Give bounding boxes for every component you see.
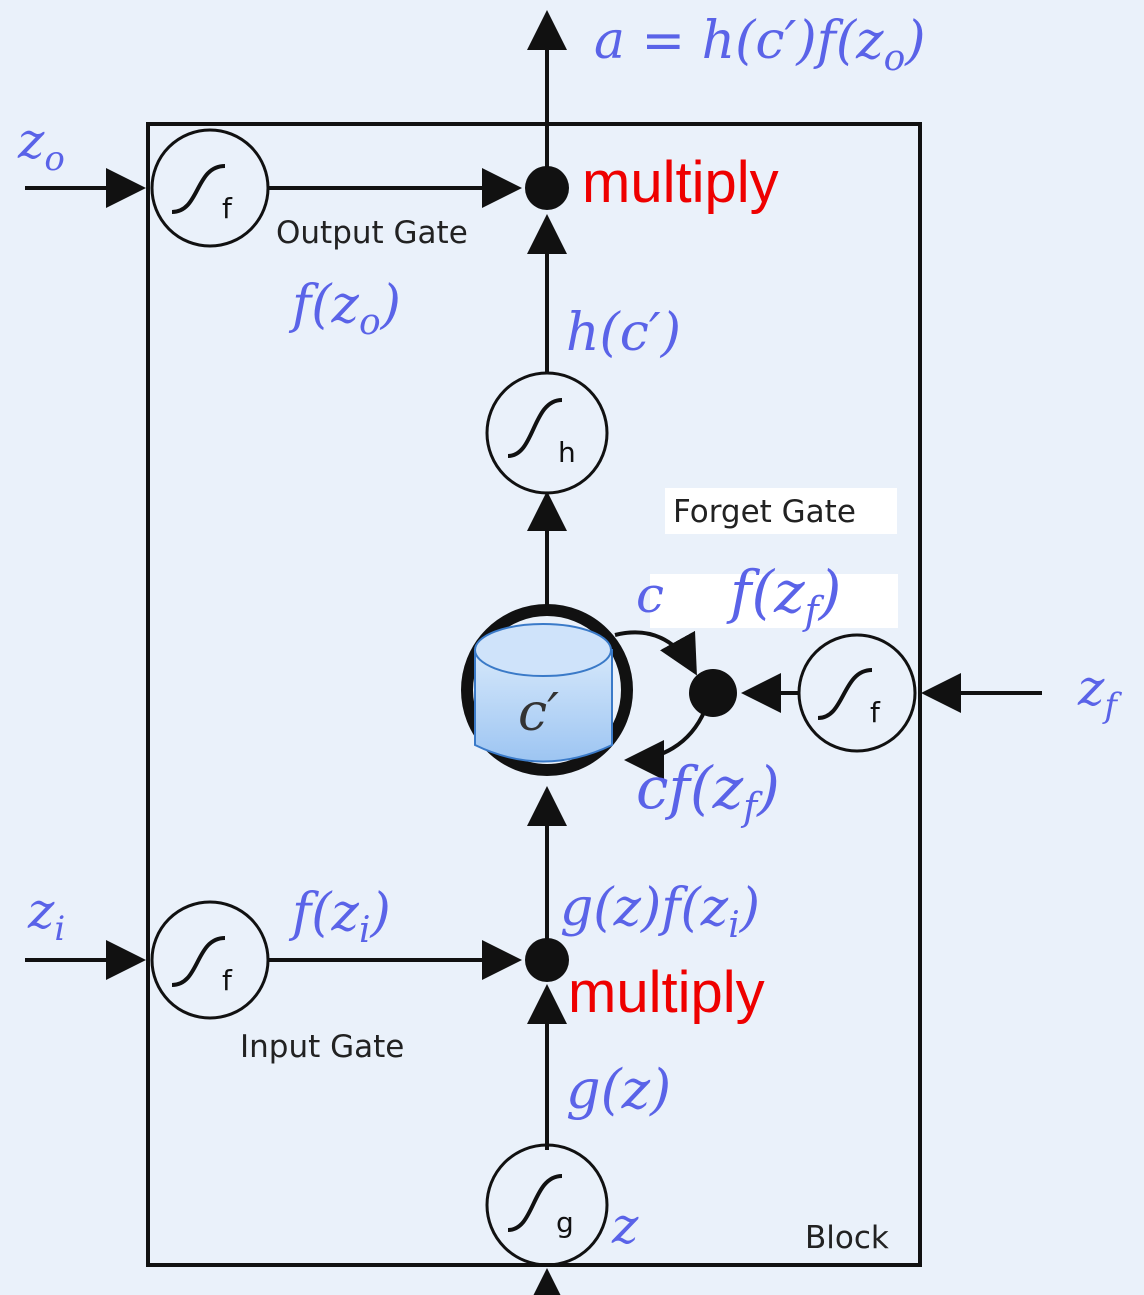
block-label: Block xyxy=(805,1220,889,1256)
z-o-label: zo xyxy=(17,112,65,179)
activation-label: h xyxy=(558,436,576,469)
f-zf-label: f(zf) xyxy=(726,558,841,633)
gz-fzi-label: g(z)f(zi) xyxy=(560,878,760,946)
cell-to-forget-multiply xyxy=(614,630,697,676)
activation-label: f xyxy=(222,964,233,997)
f-zi-label: f(zi) xyxy=(288,883,391,951)
multiply-label-bottom: multiply xyxy=(568,960,765,1025)
multiply-node-top xyxy=(525,166,569,210)
input-gate-label: Input Gate xyxy=(240,1029,404,1065)
sigmoid-icon xyxy=(171,936,226,987)
activation-label: f xyxy=(870,696,881,729)
cell-label: c′ xyxy=(518,683,559,743)
cell-output-node: h xyxy=(485,371,609,495)
forget-multiply-to-cell xyxy=(624,709,707,780)
sigmoid-icon xyxy=(507,1174,563,1232)
multiply-label-top: multiply xyxy=(582,150,779,215)
f-zf-label-bg xyxy=(650,574,898,628)
cf-zf-label: cf(zf) xyxy=(636,754,780,829)
input-gate-node: f xyxy=(150,900,270,1020)
z-f-label: zf xyxy=(1077,659,1122,726)
z-i-label: zi xyxy=(27,882,65,949)
forget-gate-label: Forget Gate xyxy=(673,494,856,530)
output-gate-label: Output Gate xyxy=(276,215,468,251)
activation-label: f xyxy=(222,192,233,225)
forget-multiply-node xyxy=(689,669,737,717)
sigmoid-icon xyxy=(171,164,226,214)
c-label: c xyxy=(636,566,664,624)
sigmoid-icon xyxy=(507,398,563,458)
memory-cell: c′ xyxy=(461,604,633,776)
h-c-label: h(c′) xyxy=(566,303,681,363)
output-gate-node: f xyxy=(150,128,270,248)
z-label: z xyxy=(611,1197,639,1255)
forget-gate-label-bg xyxy=(665,488,897,534)
multiply-node-bottom xyxy=(525,938,569,982)
g-z-label: g(z) xyxy=(566,1058,671,1121)
output-equation: a = h(c′)f(zo) xyxy=(594,11,926,79)
f-zo-label: f(zo) xyxy=(288,275,401,343)
sigmoid-icon xyxy=(817,668,873,720)
activation-label: g xyxy=(556,1206,574,1239)
forget-gate-node: f xyxy=(797,633,917,753)
cell-input-node: g xyxy=(485,1143,609,1267)
